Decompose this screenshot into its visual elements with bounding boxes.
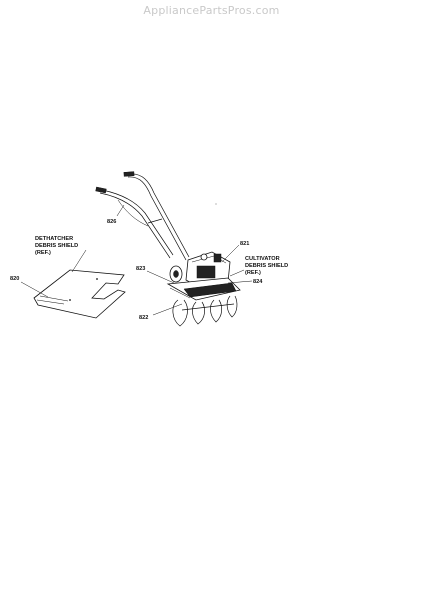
callout-820: 820 (10, 276, 19, 282)
dethatcher-debris-shield[interactable] (33, 269, 126, 319)
tiller-handles[interactable] (95, 171, 190, 261)
cultivator-caption-line-1: CULTIVATOR (245, 256, 280, 262)
callout-822: 822 (139, 315, 148, 321)
dethatcher-caption: DETHATCHER DEBRIS SHIELD (REF.) (35, 236, 78, 256)
leader-lines (20, 204, 253, 316)
callout-824: 824 (253, 279, 263, 285)
dethatcher-caption-line-2: DEBRIS SHIELD (35, 243, 78, 249)
watermark: AppliancePartsPros.com (143, 4, 280, 17)
callout-821: 821 (240, 241, 249, 247)
cultivator-caption-line-2: DEBRIS SHIELD (245, 263, 288, 269)
callout-823: 823 (136, 266, 145, 272)
dethatcher-caption-line-1: DETHATCHER (35, 236, 73, 242)
cultivator-caption-line-3: (REF.) (245, 270, 261, 276)
transport-wheel[interactable] (169, 265, 183, 283)
cultivator-caption: CULTIVATOR DEBRIS SHIELD (REF.) (245, 256, 288, 276)
cultivator-debris-shield[interactable] (166, 277, 241, 301)
stray-mark (215, 203, 217, 205)
tiller-tines[interactable] (172, 295, 238, 327)
dethatcher-caption-line-3: (REF.) (35, 250, 51, 256)
callout-826: 826 (107, 219, 116, 225)
